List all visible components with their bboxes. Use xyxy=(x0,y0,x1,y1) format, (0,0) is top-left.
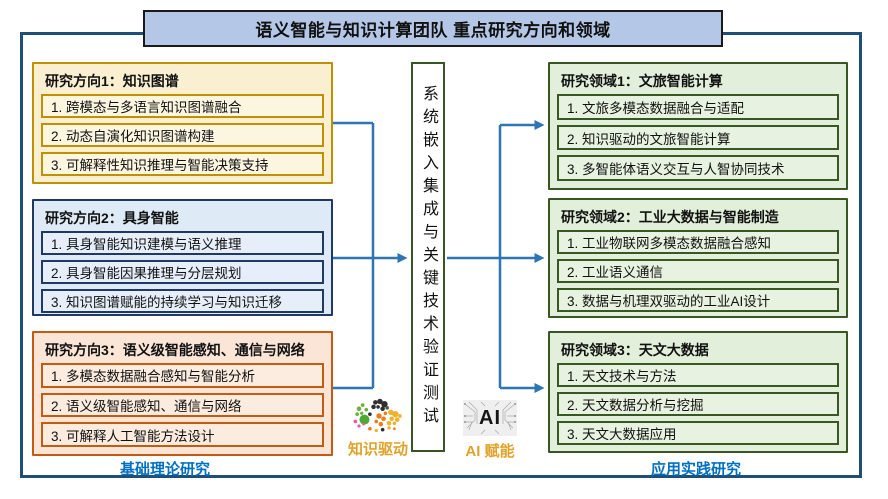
list-item: 3. 知识图谱赋能的持续学习与知识迁移 xyxy=(41,289,324,313)
list-item: 2. 工业语义通信 xyxy=(557,259,839,283)
list-item: 1. 天文技术与方法 xyxy=(557,363,839,387)
page-title: 语义智能与知识计算团队 重点研究方向和领域 xyxy=(143,10,723,47)
list-item: 1. 文旅多模态数据融合与适配 xyxy=(557,94,839,120)
ai-icon-text: AI xyxy=(479,406,501,429)
direction-title: 研究方向3：语义级智能感知、通信与网络 xyxy=(45,342,305,358)
direction-box-knowledge-graph: 研究方向1：知识图谱 1. 跨模态与多语言知识图谱融合 2. 动态自演化知识图谱… xyxy=(32,62,333,184)
direction-box-embodied-ai: 研究方向2：具身智能 1. 具身智能知识建模与语义推理 2. 具身智能因果推理与… xyxy=(32,199,333,316)
ai-circuit-icon: AI xyxy=(463,400,517,436)
list-item: 3. 可解释性知识推理与智能决策支持 xyxy=(41,152,324,176)
domain-title: 研究领域3：天文大数据 xyxy=(561,342,709,358)
knowledge-graph-cluster-icon xyxy=(353,398,402,433)
list-item: 3. 可解释人工智能方法设计 xyxy=(41,422,324,448)
right-footer-label: 应用实践研究 xyxy=(650,461,741,478)
list-item: 1. 工业物联网多模态数据融合感知 xyxy=(557,230,839,254)
list-item: 1. 多模态数据融合感知与智能分析 xyxy=(41,363,324,388)
domain-items: 1. 天文技术与方法 2. 天文数据分析与挖掘 3. 天文大数据应用 xyxy=(557,363,839,445)
domain-box-industrial-bigdata: 研究领域2：工业大数据与智能制造 1. 工业物联网多模态数据融合感知 2. 工业… xyxy=(548,198,848,318)
direction-items: 1. 具身智能知识建模与语义推理 2. 具身智能因果推理与分层规划 3. 知识图… xyxy=(41,231,324,313)
list-item: 3. 多智能体语义交互与人智协同技术 xyxy=(557,155,839,182)
list-item: 2. 具身智能因果推理与分层规划 xyxy=(41,260,324,284)
list-item: 2. 动态自演化知识图谱构建 xyxy=(41,123,324,147)
center-pipeline-box: 系统嵌入集成与关键技术验证测试 xyxy=(411,62,445,452)
direction-title: 研究方向1：知识图谱 xyxy=(45,73,179,89)
knowledge-badge-label: 知识驱动 xyxy=(347,441,408,458)
left-footer-label: 基础理论研究 xyxy=(119,461,210,478)
ai-badge-label: AI 赋能 xyxy=(465,443,515,460)
domain-items: 1. 文旅多模态数据融合与适配 2. 知识驱动的文旅智能计算 3. 多智能体语义… xyxy=(557,94,839,182)
list-item: 1. 跨模态与多语言知识图谱融合 xyxy=(41,94,324,118)
direction-title: 研究方向2：具身智能 xyxy=(45,210,179,226)
direction-items: 1. 跨模态与多语言知识图谱融合 2. 动态自演化知识图谱构建 3. 可解释性知… xyxy=(41,94,324,176)
list-item: 3. 数据与机理双驱动的工业AI设计 xyxy=(557,288,839,312)
list-item: 2. 知识驱动的文旅智能计算 xyxy=(557,124,839,151)
domain-box-culture-tourism: 研究领域1：文旅智能计算 1. 文旅多模态数据融合与适配 2. 知识驱动的文旅智… xyxy=(548,62,848,190)
list-item: 3. 天文大数据应用 xyxy=(557,421,839,445)
list-item: 2. 语义级智能感知、通信与网络 xyxy=(41,392,324,418)
domain-title: 研究领域1：文旅智能计算 xyxy=(561,73,723,89)
list-item: 2. 天文数据分析与挖掘 xyxy=(557,392,839,416)
domain-items: 1. 工业物联网多模态数据融合感知 2. 工业语义通信 3. 数据与机理双驱动的… xyxy=(557,230,839,312)
direction-box-semantic-network: 研究方向3：语义级智能感知、通信与网络 1. 多模态数据融合感知与智能分析 2.… xyxy=(32,331,333,456)
center-pipeline-text: 系统嵌入集成与关键技术验证测试 xyxy=(420,84,437,430)
direction-items: 1. 多模态数据融合感知与智能分析 2. 语义级智能感知、通信与网络 3. 可解… xyxy=(41,363,324,448)
domain-title: 研究领域2：工业大数据与智能制造 xyxy=(561,209,779,225)
domain-box-astronomy-bigdata: 研究领域3：天文大数据 1. 天文技术与方法 2. 天文数据分析与挖掘 3. 天… xyxy=(548,331,848,453)
list-item: 1. 具身智能知识建模与语义推理 xyxy=(41,231,324,255)
